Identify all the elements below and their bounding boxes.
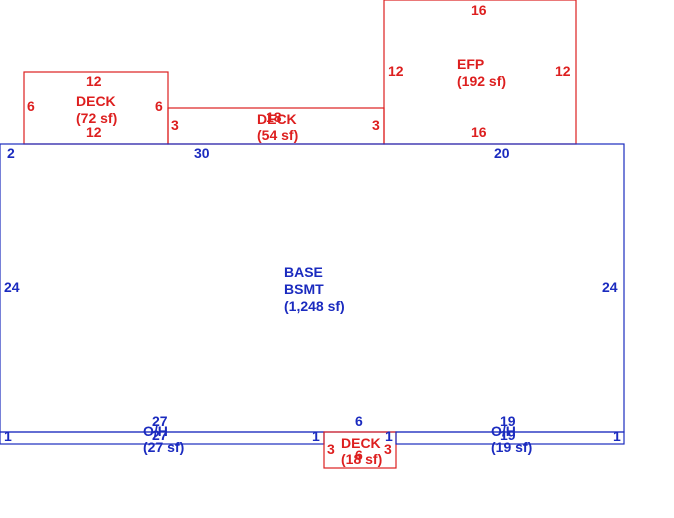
deck-72-label: DECK (76, 93, 116, 109)
oh-19-label: O/H (491, 423, 516, 439)
efp-area: (192 sf) (457, 73, 506, 89)
deck-54-top-dim: 18 (266, 109, 282, 125)
deck-54-right-dim: 3 (372, 117, 380, 133)
efp-outline (383, 0, 577, 145)
efp-top-dim: 16 (471, 2, 487, 18)
deck-72-area: (72 sf) (76, 110, 117, 126)
deck-54-left-dim: 3 (171, 117, 179, 133)
deck-18-top-dim: 6 (355, 413, 363, 429)
efp-bottom-dim: 16 (471, 124, 487, 140)
oh-19-bottom-dim: 19 (500, 427, 516, 443)
oh-27-top-dim: 27 (152, 413, 168, 429)
oh-27-right-dim: 1 (312, 428, 320, 444)
oh-19-outline (395, 431, 625, 445)
deck-72-left-dim: 6 (27, 98, 35, 114)
oh-27-bottom-dim: 27 (152, 427, 168, 443)
efp-left-dim: 12 (388, 63, 404, 79)
deck-18-left-dim: 3 (327, 441, 335, 457)
deck-54-label: DECK (257, 111, 297, 127)
oh-27-left-dim: 1 (4, 428, 12, 444)
deck-72-top-dim: 12 (86, 73, 102, 89)
base-label: BASE (284, 264, 323, 280)
deck-54-area: (54 sf) (257, 127, 298, 143)
deck-18-area: (18 sf) (341, 451, 382, 467)
deck-18-right-dim: 3 (384, 441, 392, 457)
base-right-dim: 24 (602, 279, 618, 295)
base-left-dim: 24 (4, 279, 20, 295)
deck-18-label: DECK (341, 435, 381, 451)
bsmt-label: BSMT (284, 281, 324, 297)
base-area: (1,248 sf) (284, 298, 345, 314)
base-top-right-dim: 20 (494, 145, 510, 161)
oh-27-label: O/H (143, 423, 168, 439)
deck-72-right-dim: 6 (155, 98, 163, 114)
oh-19-left-dim: 1 (385, 428, 393, 444)
deck-72-bottom-dim: 12 (86, 124, 102, 140)
base-corner-dim: 2 (7, 145, 15, 161)
base-top-left-dim: 30 (194, 145, 210, 161)
oh-27-area: (27 sf) (143, 439, 184, 455)
efp-label: EFP (457, 56, 484, 72)
efp-right-dim: 12 (555, 63, 571, 79)
oh-19-right-dim: 1 (613, 428, 621, 444)
deck-18-bottom-dim: 6 (355, 447, 363, 463)
oh-19-area: (19 sf) (491, 439, 532, 455)
oh-19-top-dim: 19 (500, 413, 516, 429)
deck-18-outline (323, 431, 397, 469)
